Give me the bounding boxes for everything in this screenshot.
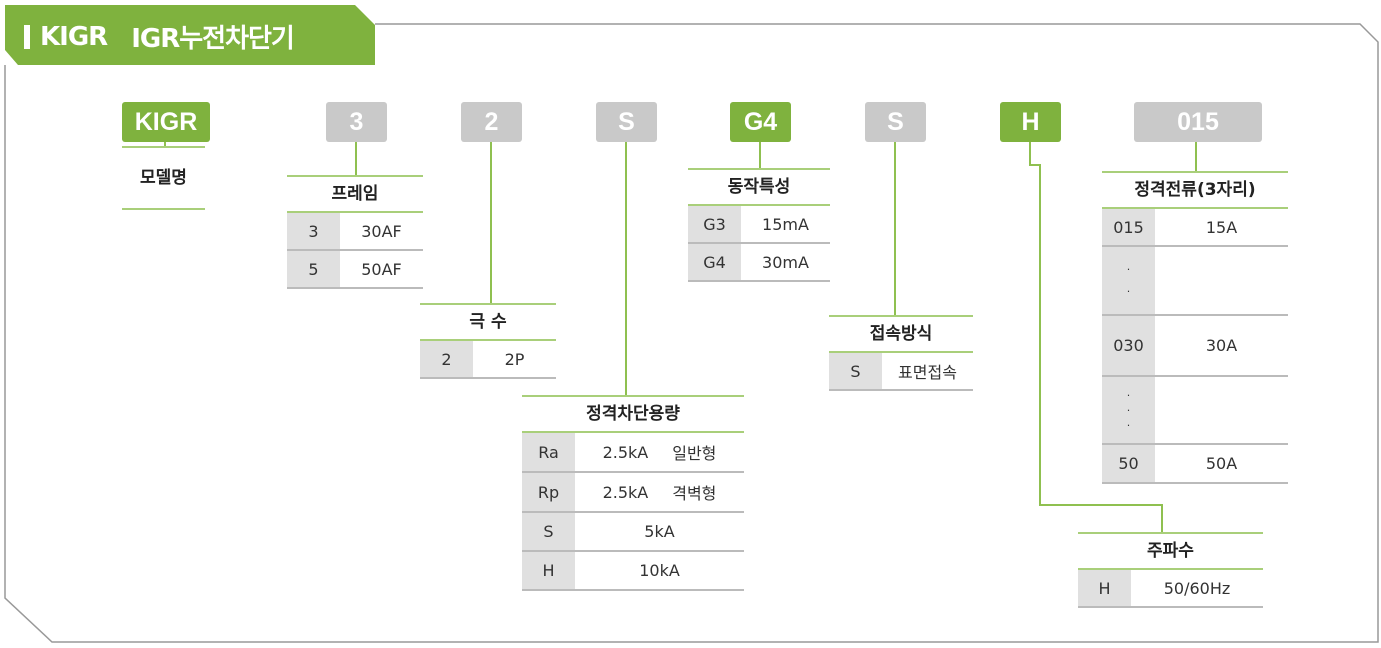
table-row: H 50/60Hz [1078, 570, 1263, 608]
row-code: 50 [1102, 445, 1155, 482]
table-row: H 10kA [522, 552, 744, 591]
row-code: S [522, 513, 575, 550]
code-frequency: H [1000, 102, 1061, 142]
row-code: 015 [1102, 209, 1155, 245]
model-title: 모델명 [122, 146, 205, 210]
table-row: S 5kA [522, 513, 744, 552]
row-value: 15A [1205, 217, 1238, 237]
row-code: 030 [1102, 316, 1155, 375]
row-value: 30mA [762, 252, 809, 272]
poles-table: 극 수 2 2P [420, 303, 556, 379]
row-value: 5kA [644, 522, 675, 541]
row-value: 50AF [361, 259, 402, 279]
code-model: KIGR [122, 102, 210, 142]
table-row: 3 30AF [287, 213, 423, 251]
connection-table: 접속방식 S 표면접속 [829, 315, 973, 391]
row-code: H [1078, 570, 1131, 606]
title-text: IGR누전차단기 [131, 24, 295, 54]
ellipsis-dots: · · · [1102, 377, 1155, 443]
frame-table: 프레임 3 30AF 5 50AF [287, 175, 423, 289]
sensitivity-title: 동작특성 [688, 168, 830, 206]
row-value: 50A [1205, 454, 1238, 473]
model-table: 모델명 [122, 146, 205, 210]
row-code: G3 [688, 206, 741, 242]
table-row: 5 50AF [287, 251, 423, 289]
row-value: 30AF [361, 221, 402, 241]
row-value: 15mA [762, 214, 809, 234]
table-row: · · [1102, 247, 1288, 316]
row-code: Rp [522, 473, 575, 511]
table-row: G3 15mA [688, 206, 830, 244]
table-row: G4 30mA [688, 244, 830, 282]
poles-title: 극 수 [420, 303, 556, 341]
title-bar-icon [24, 24, 30, 49]
row-type: 격벽형 [672, 484, 717, 503]
code-connection: S [865, 102, 926, 142]
row-value: 10kA [639, 561, 680, 580]
row-value: 2P [504, 349, 525, 369]
current-title: 정격전류(3자리) [1102, 171, 1288, 209]
connection-title: 접속방식 [829, 315, 973, 353]
breaking-table: 정격차단용량 Ra 2.5kA 일반형 Rp 2.5kA 격벽형 S 5kA H 10kA [522, 395, 744, 591]
breaking-title: 정격차단용량 [522, 395, 744, 433]
table-row: 015 15A [1102, 209, 1288, 247]
table-row: 2 2P [420, 341, 556, 379]
row-code: 3 [287, 213, 340, 249]
table-row: Ra 2.5kA 일반형 [522, 433, 744, 473]
code-frame: 3 [326, 102, 387, 142]
table-row: 030 30A [1102, 316, 1288, 377]
ellipsis-dots: · · [1102, 247, 1155, 314]
frequency-table: 주파수 H 50/60Hz [1078, 532, 1263, 608]
table-row: Rp 2.5kA 격벽형 [522, 473, 744, 513]
frequency-title: 주파수 [1078, 532, 1263, 570]
code-poles: 2 [461, 102, 522, 142]
code-current: 015 [1134, 102, 1262, 142]
row-value: 표면접속 [898, 363, 957, 382]
page-title: KIGR IGR누전차단기 [24, 18, 295, 55]
code-sensitivity: G4 [730, 102, 791, 142]
table-row: 50 50A [1102, 445, 1288, 484]
row-code: S [829, 353, 882, 389]
title-model: KIGR [40, 21, 108, 52]
table-row: S 표면접속 [829, 353, 973, 391]
row-code: G4 [688, 244, 741, 280]
row-code: H [522, 552, 575, 589]
row-value: 50/60Hz [1163, 578, 1231, 598]
row-code: Ra [522, 433, 575, 471]
current-table: 정격전류(3자리) 015 15A · · 030 30A · · · 50 50A [1102, 171, 1288, 484]
row-value: 30A [1205, 336, 1238, 355]
row-value: 2.5kA [602, 482, 649, 502]
row-value: 2.5kA [602, 442, 649, 462]
row-code: 5 [287, 251, 340, 287]
row-code: 2 [420, 341, 473, 377]
table-row: · · · [1102, 377, 1288, 445]
frame-title: 프레임 [287, 175, 423, 213]
sensitivity-table: 동작특성 G3 15mA G4 30mA [688, 168, 830, 282]
code-breaking: S [596, 102, 657, 142]
row-type: 일반형 [672, 444, 717, 463]
